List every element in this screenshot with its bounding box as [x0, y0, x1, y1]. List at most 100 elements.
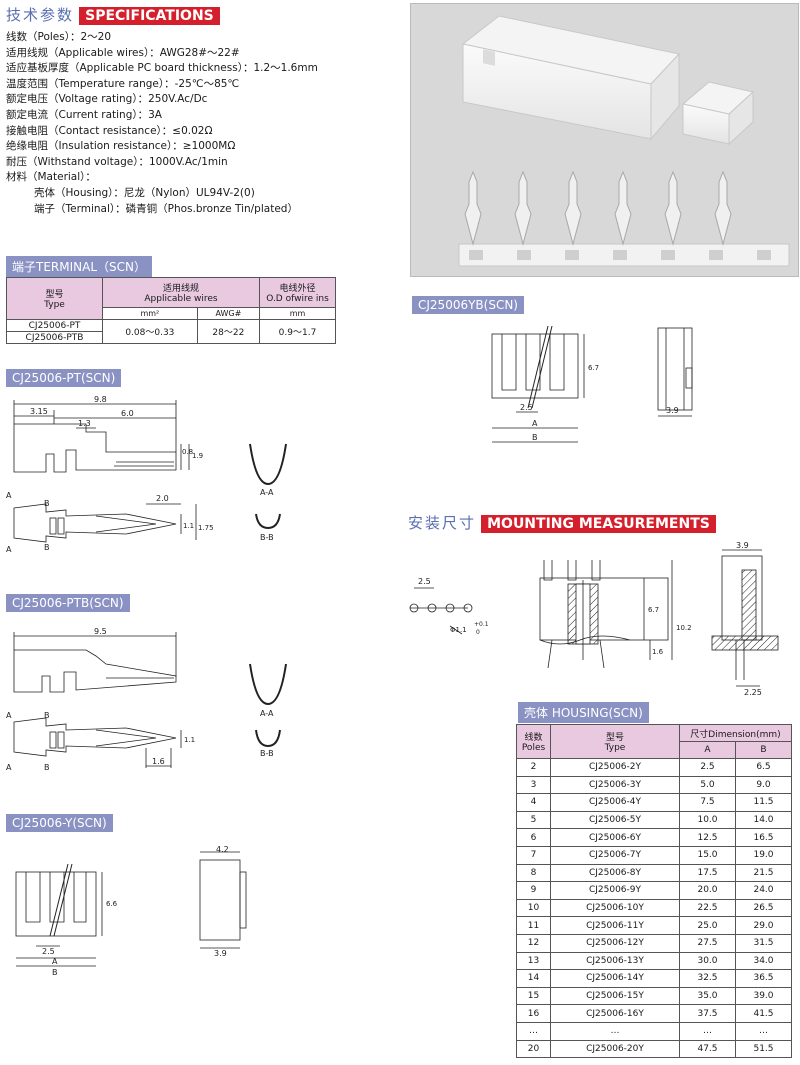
carrier-hole	[565, 250, 579, 260]
housing-cell-type: CJ25006-11Y	[550, 916, 680, 935]
ptb-section-title: CJ25006-PTB(SCN)	[6, 594, 130, 612]
housing-cell-a: 5.0	[679, 775, 736, 795]
spec-line: 适应基板厚度（Applicable PC board thickness）：1.…	[6, 62, 318, 75]
housing-header-b: B	[735, 741, 792, 759]
pt-dim-0-8: 0.8	[182, 448, 193, 456]
housing-cell-type: CJ25006-16Y	[550, 1004, 680, 1023]
housing-cell-poles: 2	[516, 758, 551, 777]
housing-cell-type: CJ25006-9Y	[550, 881, 680, 900]
terminal-od-value: 0.9～1.7	[259, 319, 336, 344]
mount-dim-1-6: 1.6	[652, 648, 664, 656]
spec-line: 额定电压（Voltage rating）：250V.Ac/Dc	[6, 93, 208, 106]
terminal-unit-mm2: mm²	[102, 307, 198, 320]
pt-section-aa: A-A	[260, 488, 274, 497]
terminal-header-model-cn: 型号	[45, 290, 64, 300]
housing-cell-a: 35.0	[679, 986, 736, 1006]
housing-cell-a: 47.5	[679, 1039, 736, 1059]
housing-cell-poles: 9	[516, 881, 551, 900]
housing-header-type: 型号 Type	[550, 724, 680, 759]
housing-cell-poles: …	[516, 1021, 551, 1041]
carrier-hole	[709, 250, 723, 260]
housing-cell-b: 11.5	[735, 793, 792, 812]
terminal-header-model-en: Type	[44, 300, 65, 310]
ptb-dim-1-6: 1.6	[152, 757, 165, 766]
ptb-drawing: 9.5 1.1 1.6 A A B B A-A B-B	[6, 627, 287, 772]
housing-cell-type: CJ25006-2Y	[550, 758, 680, 777]
terminal-unit-awg: AWG#	[196, 307, 261, 320]
terminal-pin	[714, 170, 732, 246]
ptb-label-b-bottom: B	[44, 763, 50, 772]
yb-drawing: 6.7 2.5 A B 3.9	[491, 325, 693, 443]
y-dim-6-6: 6.6	[106, 900, 118, 908]
yb-dim-2-5: 2.5	[520, 403, 533, 412]
housing-cell-type: CJ25006-5Y	[550, 810, 680, 830]
housing-cell-type: CJ25006-20Y	[550, 1039, 680, 1059]
product-photo	[410, 3, 799, 277]
yb-section-title: CJ25006YB(SCN)	[412, 296, 524, 314]
housing-cell-b: 34.0	[735, 951, 792, 971]
mount-dim-2-5: 2.5	[418, 577, 431, 586]
pt-dim-1-3: 1.3	[78, 419, 91, 428]
housing-cell-poles: 20	[516, 1039, 551, 1059]
ptb-dim-9-5: 9.5	[94, 627, 107, 636]
housing-cell-poles: 6	[516, 828, 551, 847]
mount-dim-2-25: 2.25	[744, 688, 762, 697]
pt-dim-1-1: 1.1	[183, 522, 194, 530]
housing-cell-a: 10.0	[679, 810, 736, 830]
y-dim-4-2: 4.2	[216, 845, 229, 854]
pt-label-b-bottom: B	[44, 543, 50, 552]
spec-line: 壳体（Housing）：尼龙（Nylon）UL94V-2(0)	[34, 186, 255, 199]
pt-section-bb: B-B	[260, 533, 274, 542]
terminal-header-wire: 适用线规 Applicable wires	[102, 277, 260, 308]
housing-cell-a: 20.0	[679, 881, 736, 900]
terminal-awg-value: 28～22	[196, 319, 261, 344]
specs-header: 技术参数 SPECIFICATIONS	[6, 4, 220, 25]
housing-header-poles: 线数 Poles	[516, 724, 551, 759]
housing-cell-a: 17.5	[679, 863, 736, 883]
housing-cell-b: 6.5	[735, 758, 792, 777]
housing-cell-a: 15.0	[679, 845, 736, 865]
terminal-pin	[514, 170, 532, 246]
housing-cell-poles: 4	[516, 793, 551, 812]
y-dim-2-5: 2.5	[42, 947, 55, 956]
housing-cell-b: 26.5	[735, 898, 792, 918]
housing-cell-a: 30.0	[679, 951, 736, 971]
mount-dim-tol-up: +0.1	[474, 621, 489, 628]
housing-cell-type: CJ25006-6Y	[550, 828, 680, 847]
y-section-title: CJ25006-Y(SCN)	[6, 814, 113, 832]
housing-cell-b: 41.5	[735, 1004, 792, 1023]
housing-cell-a: …	[679, 1021, 736, 1041]
housing-cell-b: 24.0	[735, 881, 792, 900]
housing-cell-poles: 11	[516, 916, 551, 935]
mount-dim-10-2: 10.2	[676, 624, 692, 632]
housing-header-type-cn: 型号	[605, 733, 624, 743]
housing-cell-a: 25.0	[679, 916, 736, 935]
carrier-hole	[661, 250, 675, 260]
housing-header-dim: 尺寸Dimension(mm)	[679, 724, 792, 742]
spec-line: 材料（Material）：	[6, 171, 96, 184]
housing-cell-b: 51.5	[735, 1039, 792, 1059]
spec-line: 接触电阻（Contact resistance）：≤0.02Ω	[6, 124, 213, 137]
pt-dim-9-8: 9.8	[94, 395, 107, 404]
pt-label-a-bottom: A	[6, 545, 12, 552]
carrier-hole	[613, 250, 627, 260]
carrier-hole	[757, 250, 771, 260]
specs-title-cn: 技术参数	[6, 6, 75, 24]
housing-cell-type: CJ25006-10Y	[550, 898, 680, 918]
housing-cell-poles: 16	[516, 1004, 551, 1023]
mount-drawing: 2.5 Φ1.1 +0.1 0 6.7 10.2 1.6 3.9 2.25	[409, 541, 779, 697]
spec-line: 适用线规（Applicable wires）：AWG28#～22#	[6, 46, 240, 59]
carrier-hole	[469, 250, 483, 260]
spec-line: 绝缘电阻（Insulation resistance）：≥1000MΩ	[6, 140, 236, 153]
